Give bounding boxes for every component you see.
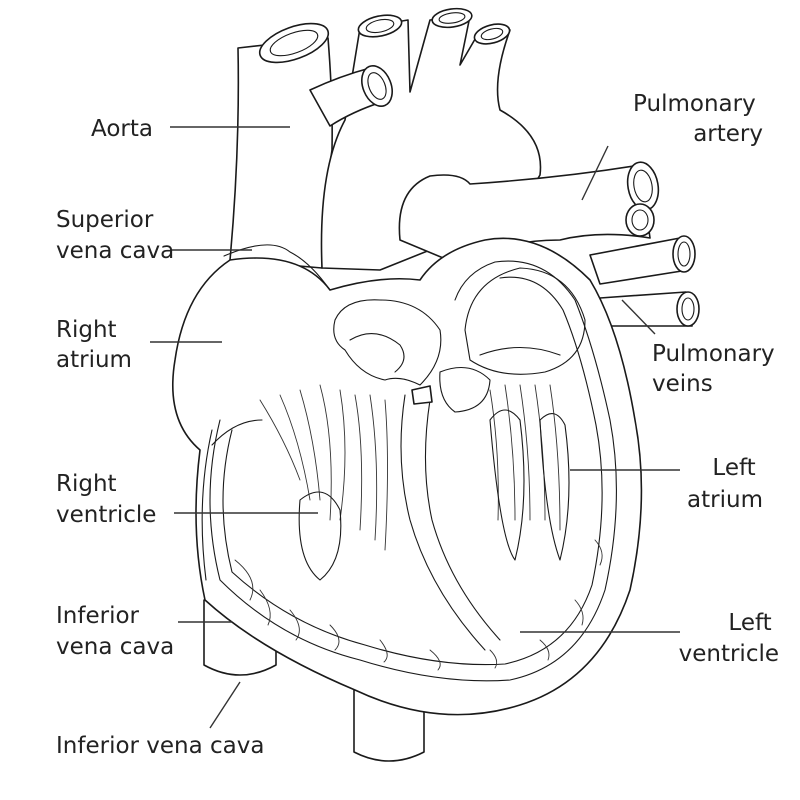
- papillary-muscles: [298, 409, 570, 581]
- label-inferior-vena-cava-bottom: Inferior vena cava: [56, 733, 264, 759]
- label-left-atrium: Left atrium: [687, 455, 763, 513]
- leader-lines: [150, 126, 680, 729]
- label-aorta: Aorta: [91, 116, 153, 142]
- trabeculae-texture: [234, 539, 603, 671]
- label-pulmonary-artery: Pulmonary artery: [633, 91, 763, 147]
- label-left-ventricle: Left ventricle: [679, 610, 779, 667]
- heart-inner-wall: [201, 260, 617, 682]
- label-right-atrium: Right atrium: [56, 317, 132, 373]
- label-right-ventricle: Right ventricle: [56, 471, 156, 528]
- label-inferior-vena-cava-left: Inferior vena cava: [56, 603, 174, 660]
- heart-septum: [400, 394, 501, 651]
- valve-and-atrial-chambers: [333, 267, 586, 413]
- label-superior-vena-cava: Superior vena cava: [56, 207, 174, 264]
- chordae-tendineae: [259, 384, 561, 551]
- heart-body: [172, 237, 643, 716]
- label-pulmonary-veins: Pulmonary veins: [652, 341, 782, 397]
- superior-vena-cava-vessel: [229, 22, 333, 269]
